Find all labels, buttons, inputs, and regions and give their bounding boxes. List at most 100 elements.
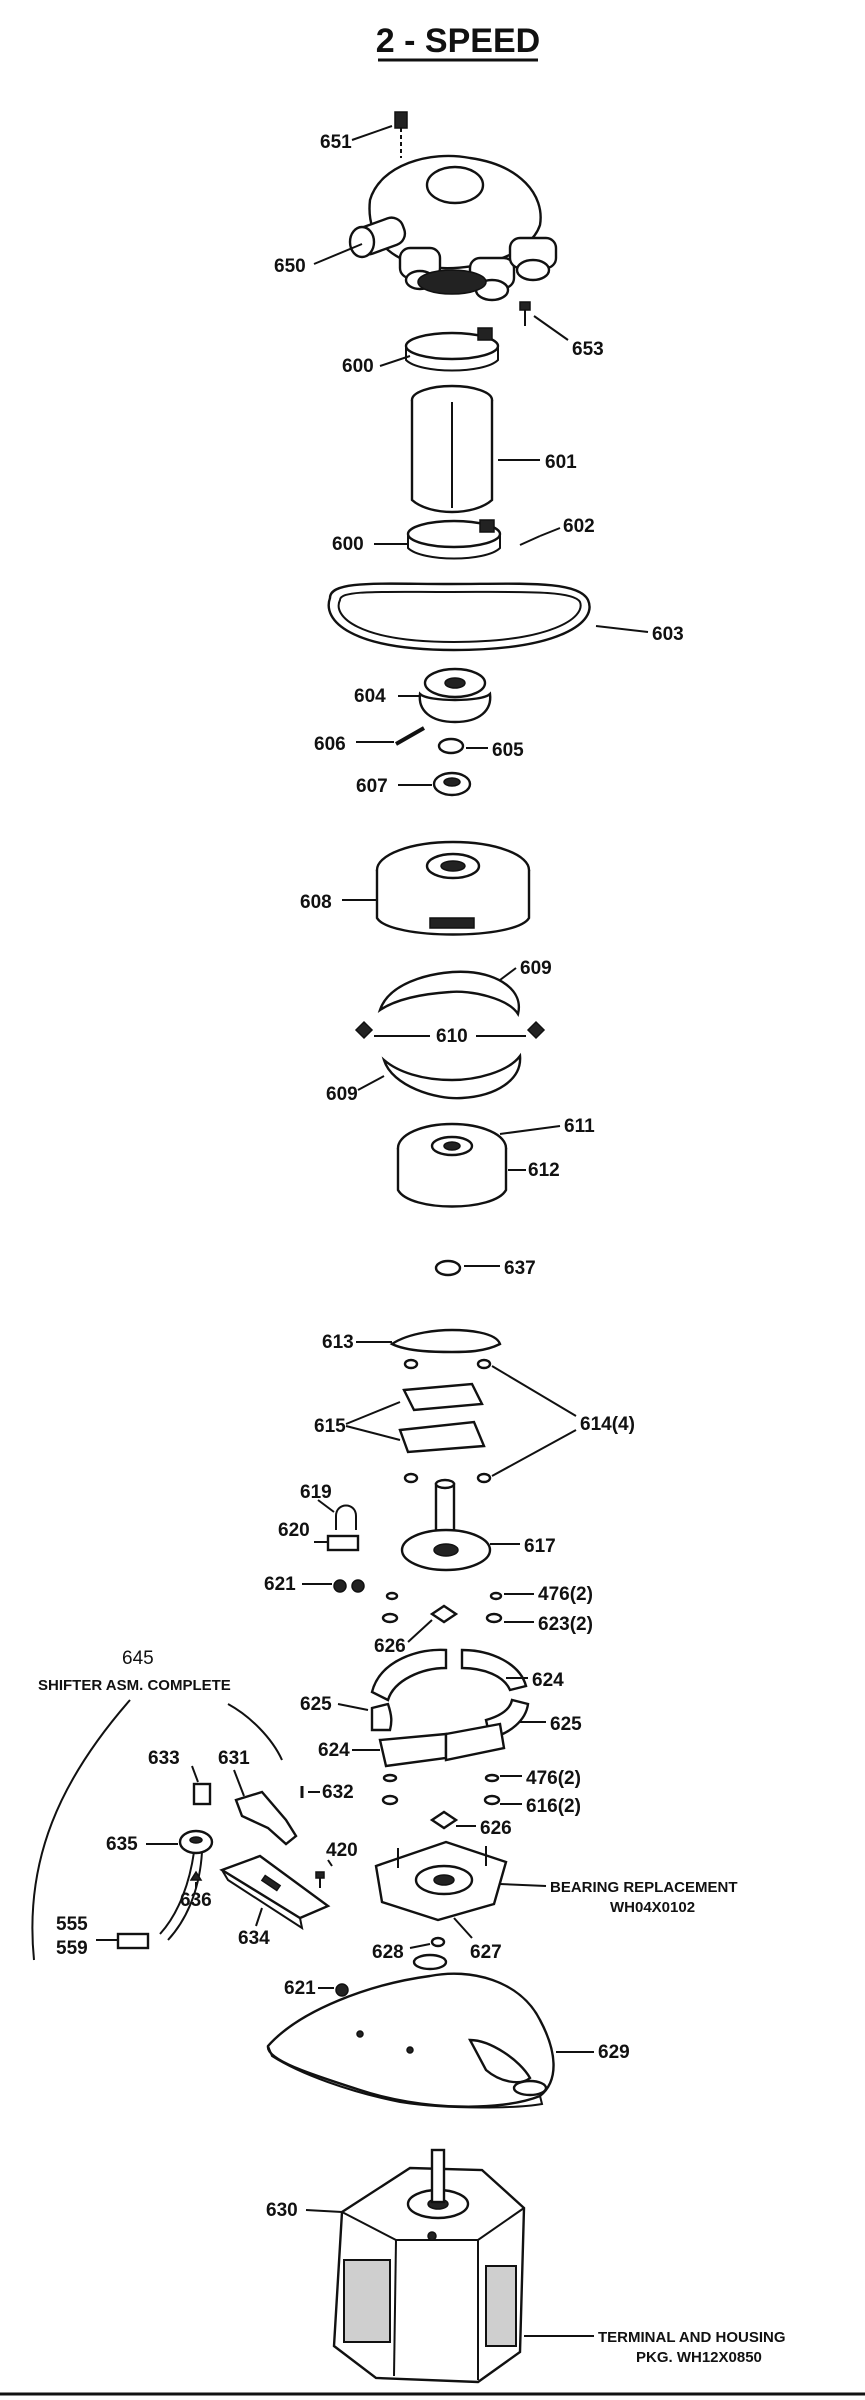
part-630-motor: [332, 2148, 526, 2384]
label-623: 623(2): [538, 1614, 593, 1635]
terminal-note-line2: PKG. WH12X0850: [636, 2349, 762, 2366]
label-610: 610: [436, 1026, 468, 1047]
part-602-screw: [519, 535, 541, 546]
label-611: 611: [564, 1116, 595, 1137]
label-627: 627: [470, 1942, 502, 1963]
part-476-623-washers: [381, 1591, 503, 1624]
label-606: 606: [314, 734, 346, 755]
label-615: 615: [314, 1416, 346, 1437]
label-628: 628: [372, 1942, 404, 1963]
part-653-screw: [519, 301, 531, 326]
label-600-top: 600: [342, 356, 374, 377]
part-606-pin: [395, 726, 425, 746]
label-633: 633: [148, 1748, 180, 1769]
label-614: 614(4): [580, 1414, 635, 1435]
label-605: 605: [492, 740, 524, 761]
part-604-pulley: [418, 667, 492, 724]
part-601-sleeve: [410, 384, 494, 514]
label-555: 555: [56, 1914, 88, 1935]
bearing-note-line1: BEARING REPLACEMENT: [550, 1879, 738, 1896]
part-476-616-washers-lower: [381, 1773, 501, 1806]
label-650: 650: [274, 256, 306, 277]
part-555-559-connector: [116, 1932, 150, 1950]
label-625-b: 625: [550, 1714, 582, 1735]
part-631-lever: [234, 1790, 298, 1846]
part-621-nut-lower: [335, 1983, 349, 1997]
label-602: 602: [563, 516, 595, 537]
label-604: 604: [354, 686, 386, 707]
label-420: 420: [326, 1840, 358, 1861]
shifter-bracket-left: [31, 1699, 131, 1961]
part-605-ring: [437, 737, 465, 755]
part-637-washer: [434, 1259, 462, 1277]
label-621-b: 621: [284, 1978, 316, 1999]
part-628-ring: [430, 1936, 446, 1948]
label-609-upper: 609: [520, 958, 552, 979]
part-609-shoe-upper: [377, 970, 521, 1018]
part-621-nuts: [333, 1579, 365, 1593]
part-613-plate: [389, 1328, 502, 1354]
part-633-block: [192, 1782, 212, 1806]
part-617-hub: [400, 1478, 492, 1572]
part-609-shoe-lower: [381, 1052, 522, 1100]
label-620: 620: [278, 1520, 310, 1541]
shifter-note: SHIFTER ASM. COMPLETE: [38, 1677, 231, 1694]
label-624-a: 624: [532, 1670, 564, 1691]
label-600-bottom: 600: [332, 534, 364, 555]
part-614-washers: [403, 1358, 492, 1484]
part-600-clamp-top: [404, 327, 500, 372]
label-626-b: 626: [480, 1818, 512, 1839]
label-608: 608: [300, 892, 332, 913]
label-653: 653: [572, 339, 604, 360]
label-634: 634: [238, 1928, 270, 1949]
part-608-drum: [375, 840, 531, 936]
part-626-lower: [429, 1810, 459, 1830]
label-612: 612: [528, 1160, 560, 1181]
part-620-plate: [326, 1534, 360, 1552]
label-636: 636: [180, 1890, 212, 1911]
label-651: 651: [320, 132, 352, 153]
label-607: 607: [356, 776, 388, 797]
part-626-upper: [429, 1604, 459, 1624]
part-607-bearing: [432, 771, 472, 797]
part-629-base: [266, 1953, 555, 2109]
part-627-bearing-plate: [374, 1840, 508, 1922]
part-615-pads: [398, 1382, 486, 1454]
label-609-lower: 609: [326, 1084, 358, 1105]
label-645: 645: [122, 1648, 154, 1669]
label-631: 631: [218, 1748, 250, 1769]
part-619-ubolt: [335, 1504, 357, 1530]
label-476-a: 476(2): [538, 1584, 593, 1605]
label-617: 617: [524, 1536, 556, 1557]
label-637: 637: [504, 1258, 536, 1279]
label-603: 603: [652, 624, 684, 645]
diagram-title: 2 - SPEED: [376, 22, 540, 60]
label-619: 619: [300, 1482, 332, 1503]
bearing-note-line2: WH04X0102: [610, 1899, 695, 1916]
part-624-625-brake-shoes: [370, 1648, 530, 1768]
label-629: 629: [598, 2042, 630, 2063]
label-613: 613: [322, 1332, 354, 1353]
label-630: 630: [266, 2200, 298, 2221]
label-601: 601: [545, 452, 577, 473]
part-600-clamp-bottom: [406, 519, 502, 560]
part-650-pump: [348, 154, 558, 302]
label-632: 632: [322, 1782, 354, 1803]
shifter-bracket-right: [227, 1703, 283, 1761]
label-625-a: 625: [300, 1694, 332, 1715]
part-610-springs: [354, 1020, 546, 1040]
label-635: 635: [106, 1834, 138, 1855]
label-621-a: 621: [264, 1574, 296, 1595]
label-616: 616(2): [526, 1796, 581, 1817]
part-612-clutch: [396, 1122, 508, 1208]
terminal-note-line1: TERMINAL AND HOUSING: [598, 2329, 786, 2346]
label-559: 559: [56, 1938, 88, 1959]
label-476-b: 476(2): [526, 1768, 581, 1789]
part-634-bracket: [219, 1854, 331, 1931]
part-635-solenoid: [159, 1829, 214, 1941]
part-420-screw: [315, 1871, 325, 1888]
part-636-clip: [189, 1870, 203, 1881]
label-624-b: 624: [318, 1740, 350, 1761]
part-603-belt: [327, 582, 591, 652]
